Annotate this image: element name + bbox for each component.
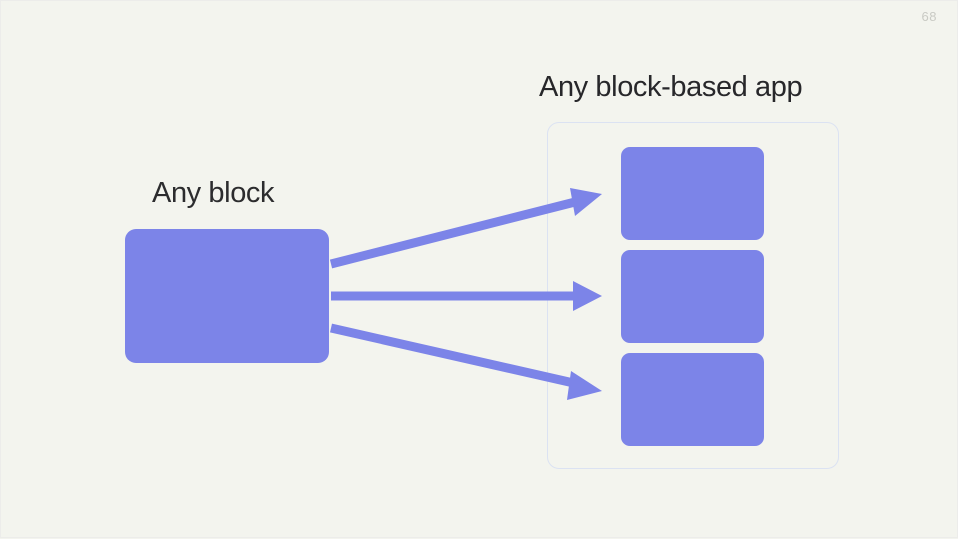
any-block-label: Any block <box>152 177 275 209</box>
any-block-based-app-title: Any block-based app <box>539 71 803 103</box>
app-block-2 <box>621 250 764 343</box>
page-number: 68 <box>921 9 937 24</box>
any-block-shape <box>125 229 329 363</box>
app-block-3 <box>621 353 764 446</box>
app-block-1 <box>621 147 764 240</box>
